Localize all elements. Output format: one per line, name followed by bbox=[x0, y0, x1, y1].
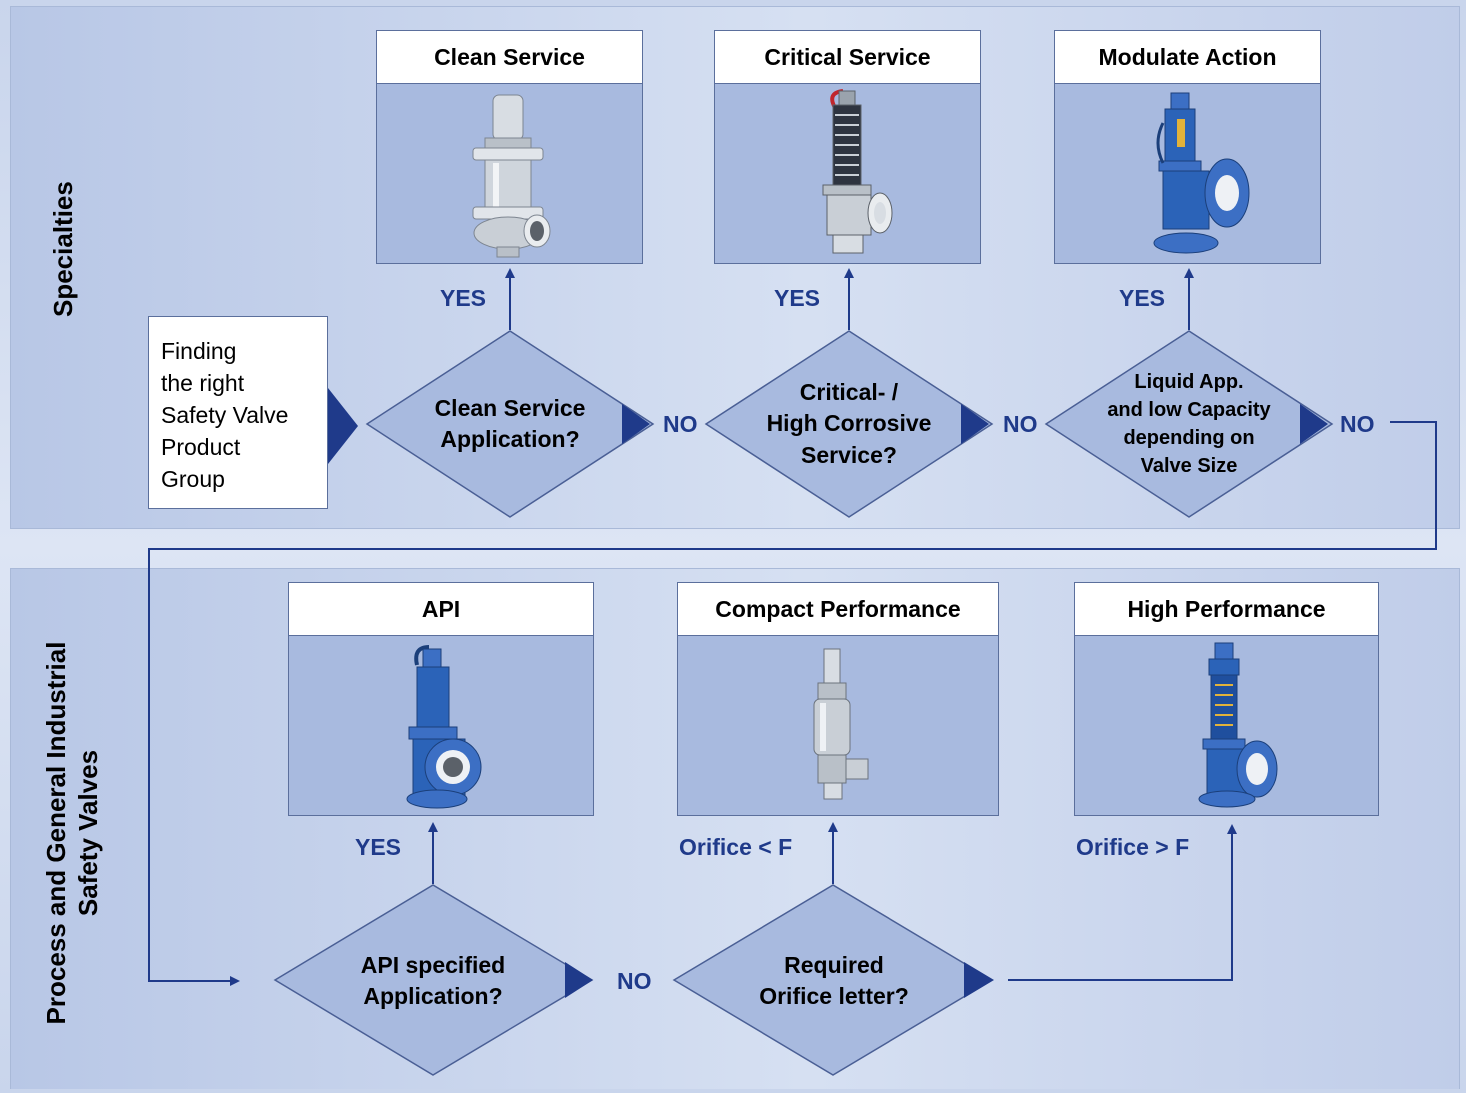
product-title: High Performance bbox=[1075, 583, 1378, 636]
yes-label: YES bbox=[355, 834, 402, 860]
decision-critical-diamond bbox=[704, 330, 994, 518]
decision-line: Application? bbox=[363, 983, 503, 1009]
product-clean-service: Clean Service bbox=[376, 30, 643, 264]
decision-clean-diamond bbox=[365, 330, 655, 518]
no-label: NO bbox=[617, 968, 652, 994]
decision-line: Service? bbox=[801, 441, 897, 468]
start-line: the right bbox=[161, 370, 245, 396]
compact-valve-icon bbox=[678, 635, 998, 815]
yes-label: YES bbox=[440, 285, 487, 311]
start-line: Safety Valve bbox=[161, 402, 289, 428]
decision-line: Required bbox=[784, 951, 884, 978]
no-label: NO bbox=[1003, 411, 1038, 437]
decision-line: Orifice letter? bbox=[759, 983, 909, 1009]
decision-line: Liquid App. bbox=[1134, 371, 1244, 393]
no-pointer bbox=[1300, 404, 1328, 444]
stainless-valve-icon bbox=[377, 83, 642, 263]
connector-line bbox=[148, 421, 1437, 986]
blue-flanged-valve-icon bbox=[289, 635, 593, 815]
blue-flanged-valve-icon bbox=[1075, 635, 1378, 815]
product-title: Modulate Action bbox=[1055, 31, 1320, 84]
product-title: Critical Service bbox=[715, 31, 980, 84]
no-pointer bbox=[565, 962, 593, 998]
decision-line: Application? bbox=[440, 426, 580, 452]
decision-line: Clean Service bbox=[434, 394, 586, 421]
no-label: NO bbox=[663, 411, 698, 437]
decision-line: Valve Size bbox=[1140, 455, 1238, 477]
start-pointer bbox=[328, 388, 358, 464]
product-high-performance: High Performance bbox=[1074, 582, 1379, 816]
start-line: Product bbox=[161, 434, 241, 460]
product-modulate-action: Modulate Action bbox=[1054, 30, 1321, 264]
no-pointer bbox=[961, 404, 989, 444]
product-title: API bbox=[289, 583, 593, 636]
product-api: API bbox=[288, 582, 594, 816]
decision-line: depending on bbox=[1123, 427, 1255, 449]
orifice-gt-label: Orifice > F bbox=[1076, 834, 1190, 860]
blue-flanged-valve-icon bbox=[1055, 83, 1320, 263]
yes-label: YES bbox=[774, 285, 821, 311]
no-pointer bbox=[964, 962, 994, 998]
orifice-gt-arrow bbox=[1008, 824, 1237, 981]
yes-label: YES bbox=[1119, 285, 1166, 311]
product-critical-service: Critical Service bbox=[714, 30, 981, 264]
decision-line: API specified bbox=[360, 951, 506, 978]
start-line: Group bbox=[161, 466, 225, 492]
no-pointer bbox=[622, 404, 650, 444]
decision-liquid-text: Liquid App. and low Capacity depending on V… bbox=[1074, 366, 1304, 482]
decision-line: and low Capacity bbox=[1107, 399, 1271, 421]
product-compact-performance: Compact Performance bbox=[677, 582, 999, 816]
bellows-valve-icon bbox=[715, 83, 980, 263]
orifice-lt-label: Orifice < F bbox=[679, 834, 793, 860]
decision-line: High Corrosive bbox=[766, 410, 932, 437]
decision-liquid-diamond bbox=[1044, 330, 1334, 518]
start-line: Finding bbox=[161, 338, 237, 364]
start-box: Finding the right Safety Valve Product G… bbox=[148, 316, 328, 509]
product-title: Clean Service bbox=[377, 31, 642, 84]
no-label: NO bbox=[1340, 411, 1375, 437]
product-title: Compact Performance bbox=[678, 583, 998, 636]
decision-line: Critical- / bbox=[799, 379, 899, 406]
